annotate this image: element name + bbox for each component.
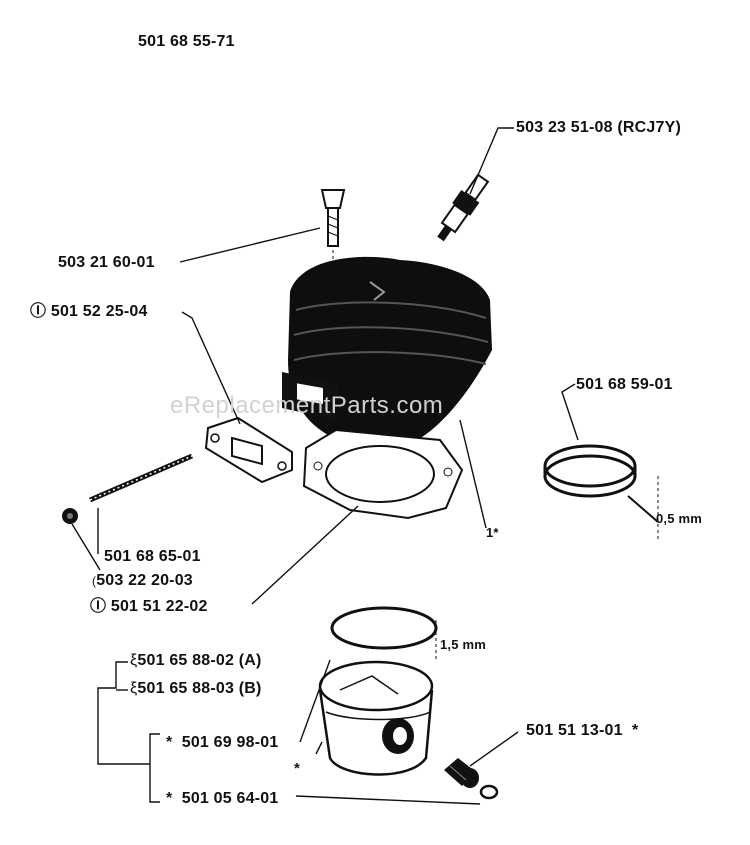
- nut-prefix-mark: (: [92, 574, 97, 588]
- asterisk-mark: *: [166, 734, 173, 751]
- muffler-gasket-number: 501 52 25-04: [50, 303, 148, 320]
- cylinder-gasket-number: 501 51 22-02: [110, 598, 208, 615]
- piston-a-number: 501 65 88-02 (A): [137, 652, 262, 669]
- nut-drawing: [62, 508, 78, 524]
- label-piston-b: ξ501 65 88-03 (B): [130, 680, 262, 698]
- nut-number: 503 22 20-03: [96, 572, 193, 589]
- watermark: eReplacementParts.com: [170, 392, 444, 419]
- bearing-number: 501 51 13-01: [526, 722, 623, 739]
- label-stud: 501 68 65-01: [104, 548, 201, 565]
- label-piston-ring-set: 501 68 59-01: [576, 376, 673, 393]
- label-cylinder-ref: 1*: [486, 525, 499, 540]
- circlip-drawing: [479, 784, 499, 800]
- circlip-number: 501 05 64-01: [181, 790, 279, 807]
- leader-lines: [71, 127, 579, 805]
- label-piston-a: ξ501 65 88-02 (A): [130, 652, 262, 670]
- piston-ring-set-drawing: [543, 444, 659, 540]
- asterisk-mark: *: [632, 722, 639, 739]
- piston-ring-drawing: [330, 606, 438, 660]
- label-cylinder-gasket: Ⓘ 501 51 22-02: [90, 598, 208, 616]
- piston-asterisk: *: [294, 760, 301, 777]
- bearing-drawing: [444, 758, 479, 788]
- cylinder-gasket-drawing: [302, 428, 464, 520]
- label-piston: * 501 69 98-01: [166, 734, 278, 752]
- muffler-gasket-drawing: [204, 416, 293, 484]
- bracket-mark: ξ: [130, 652, 138, 669]
- circle-i-icon: Ⓘ: [30, 303, 47, 320]
- cylinder-drawing: [282, 256, 492, 444]
- label-ring-thickness-1: 0,5 mm: [656, 511, 703, 526]
- circle-i-icon: Ⓘ: [90, 598, 107, 615]
- label-bolt: 503 21 60-01: [58, 254, 155, 271]
- label-nut: (503 22 20-03: [92, 572, 193, 590]
- label-muffler-gasket: Ⓘ 501 52 25-04: [30, 303, 148, 321]
- bracket-mark: ξ: [130, 680, 138, 697]
- asterisk-mark: *: [166, 790, 173, 807]
- label-spark-plug: 503 23 51-08 (RCJ7Y): [516, 119, 681, 136]
- label-bearing: 501 51 13-01 *: [526, 722, 638, 740]
- piston-drawing: [318, 660, 434, 776]
- label-circlip: * 501 05 64-01: [166, 790, 278, 808]
- diagram-title: 501 68 55-71: [138, 33, 235, 50]
- label-ring-thickness-2: 1,5 mm: [440, 637, 487, 652]
- bolt-drawing: [320, 189, 346, 268]
- piston-number: 501 69 98-01: [181, 734, 279, 751]
- stud-drawing: [89, 453, 193, 503]
- spark-plug-drawing: [437, 173, 490, 242]
- piston-b-number: 501 65 88-03 (B): [137, 680, 262, 697]
